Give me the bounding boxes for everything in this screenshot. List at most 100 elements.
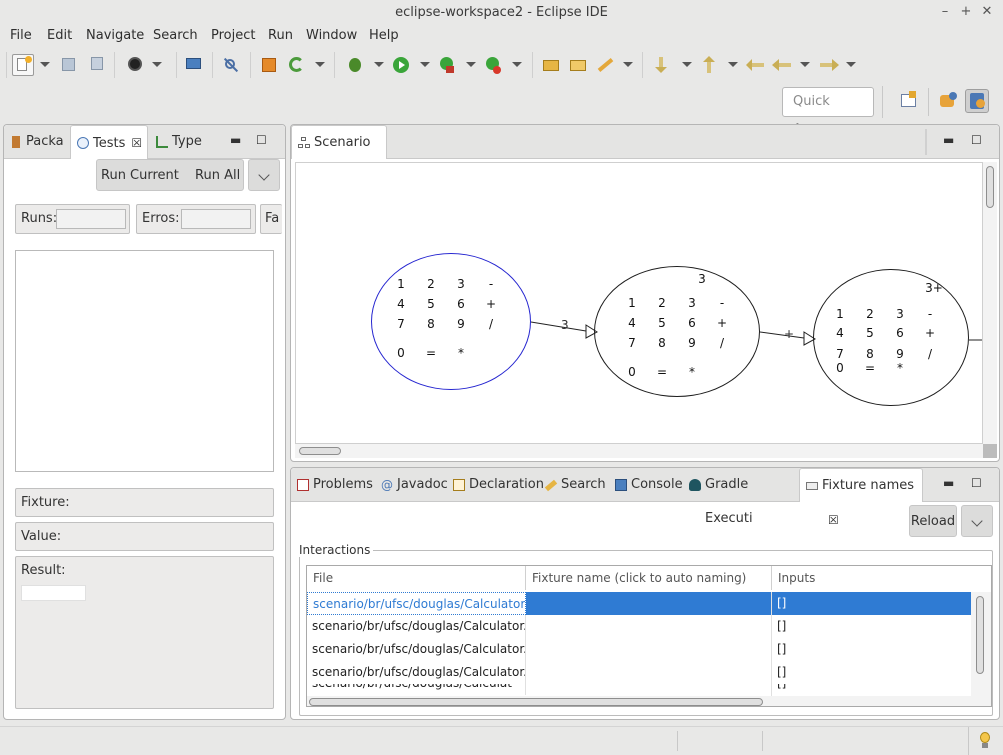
coverage-icon[interactable]: [436, 54, 458, 76]
run-dropdown-icon[interactable]: [420, 62, 430, 67]
open-type-icon[interactable]: [540, 54, 562, 76]
coverage-dropdown-icon[interactable]: [466, 62, 476, 67]
table-horizontal-scrollbar[interactable]: [307, 696, 991, 706]
java-perspective-icon[interactable]: [965, 89, 989, 113]
tab-scenario[interactable]: Scenario☒: [291, 125, 387, 184]
forward-icon[interactable]: [818, 54, 840, 76]
menu-window[interactable]: Window: [306, 28, 358, 43]
debug-dropdown-icon[interactable]: [374, 62, 384, 67]
pencil-icon[interactable]: [594, 54, 616, 76]
minimize-bottom-icon[interactable]: ▬: [943, 476, 955, 490]
maximize-window-button[interactable]: +: [960, 4, 972, 19]
gradle-icon: [689, 479, 701, 491]
maximize-scenario-icon[interactable]: ☐: [971, 133, 982, 147]
column-inputs[interactable]: Inputs: [772, 566, 991, 590]
reload-button[interactable]: Reload: [909, 505, 957, 537]
calculator-state-node[interactable]: 1 2 3 - 4 5 6 + 7 8 9 / 0 = *: [371, 253, 531, 390]
skip-breakpoints-icon[interactable]: [220, 54, 242, 76]
interactions-table[interactable]: File Fixture name (click to auto naming)…: [306, 565, 992, 707]
tab-search[interactable]: Search: [539, 468, 609, 502]
menu-help[interactable]: Help: [369, 28, 399, 43]
external-tools-icon[interactable]: [482, 54, 504, 76]
save-all-icon[interactable]: [86, 54, 108, 76]
new-icon[interactable]: [12, 54, 34, 76]
menu-file[interactable]: File: [10, 28, 32, 43]
run-icon[interactable]: [390, 54, 412, 76]
previous-annotation-icon[interactable]: [698, 54, 720, 76]
last-edit-icon[interactable]: [746, 54, 768, 76]
table-row[interactable]: scenario/br/ufsc/douglas/Calculat []: [307, 684, 971, 696]
tab-problems[interactable]: Problems: [291, 468, 373, 502]
open-perspective-icon[interactable]: [897, 89, 921, 113]
tab-console[interactable]: Console: [609, 468, 683, 502]
run-all-button[interactable]: Run All: [195, 168, 241, 183]
tab-tests[interactable]: Tests☒: [70, 125, 148, 159]
tab-fixture-names[interactable]: Fixture names☒: [799, 468, 923, 527]
external-tools-dropdown-icon[interactable]: [512, 62, 522, 67]
java-ee-perspective-icon[interactable]: [937, 89, 961, 113]
account-icon[interactable]: [124, 54, 146, 76]
vertical-scrollbar[interactable]: [983, 162, 997, 444]
scrollbar-thumb[interactable]: [986, 166, 994, 208]
new-dropdown-icon[interactable]: [40, 62, 50, 67]
tests-view-tabbar: Packa Tests☒ Type ▬ ☐: [4, 125, 285, 159]
run-current-button[interactable]: Run Current: [101, 168, 179, 183]
errors-counter: Erros:: [136, 204, 256, 234]
fixture-menu-button[interactable]: [961, 505, 993, 537]
scenario-canvas[interactable]: 3 + 1 2 3 - 4 5 6 + 7 8 9 / 0 = * 3 1 2 …: [295, 162, 983, 444]
save-icon[interactable]: [58, 54, 80, 76]
next-annotation-icon[interactable]: [650, 54, 672, 76]
column-fixture-name[interactable]: Fixture name (click to auto naming): [526, 566, 772, 590]
back-icon[interactable]: [772, 54, 794, 76]
test-results-list[interactable]: [15, 250, 274, 472]
tab-gradle-executions[interactable]: Gradle Executi: [683, 468, 789, 526]
forward-dropdown-icon[interactable]: [846, 62, 856, 67]
close-fixture-names-tab-icon[interactable]: ☒: [828, 513, 839, 527]
tests-view: Packa Tests☒ Type ▬ ☐ Run Current Run Al…: [3, 124, 286, 720]
refresh-icon[interactable]: [286, 54, 308, 76]
table-row[interactable]: scenario/br/ufsc/douglas/Calculator.us […: [307, 638, 971, 661]
minimize-window-button[interactable]: –: [941, 4, 949, 19]
tab-type-hierarchy[interactable]: Type: [150, 125, 220, 159]
minimize-view-icon[interactable]: ▬: [230, 133, 242, 147]
open-folder-icon[interactable]: [567, 54, 589, 76]
package-icon[interactable]: [258, 54, 280, 76]
tab-package-explorer[interactable]: Packa: [4, 125, 68, 159]
menu-project[interactable]: Project: [211, 28, 256, 43]
column-file[interactable]: File: [307, 566, 526, 590]
calculator-state-node[interactable]: 3+ 1 2 3 - 4 5 6 + 7 8 9 / 0 = *: [813, 269, 969, 406]
horizontal-scrollbar[interactable]: [295, 444, 983, 458]
account-dropdown-icon[interactable]: [152, 62, 162, 67]
pencil-dropdown-icon[interactable]: [623, 62, 633, 67]
maximize-bottom-icon[interactable]: ☐: [971, 476, 982, 490]
close-tests-tab-icon[interactable]: ☒: [131, 136, 143, 150]
menu-navigate[interactable]: Navigate: [86, 28, 145, 43]
maximize-view-icon[interactable]: ☐: [256, 133, 267, 147]
calculator-state-node[interactable]: 3 1 2 3 - 4 5 6 + 7 8 9 / 0 = *: [594, 266, 760, 397]
quick-access-input[interactable]: Quick Acce...: [782, 87, 874, 137]
table-row[interactable]: scenario/br/ufsc/douglas/Calculator.us […: [307, 661, 971, 684]
terminal-icon[interactable]: [183, 54, 205, 76]
debug-icon[interactable]: [344, 54, 366, 76]
scrollbar-thumb[interactable]: [299, 447, 341, 455]
minimize-scenario-icon[interactable]: ▬: [943, 133, 955, 147]
main-toolbar: [0, 50, 1003, 80]
scrollbar-thumb[interactable]: [309, 698, 763, 706]
table-row[interactable]: scenario/br/ufsc/douglas/Calculator.us […: [307, 592, 971, 615]
run-menu-button[interactable]: [248, 159, 280, 191]
table-row[interactable]: scenario/br/ufsc/douglas/Calculator.us […: [307, 615, 971, 638]
tab-javadoc[interactable]: @ Javadoc: [381, 477, 448, 492]
refresh-dropdown-icon[interactable]: [315, 62, 325, 67]
back-dropdown-icon[interactable]: [800, 62, 810, 67]
menu-run[interactable]: Run: [268, 28, 293, 43]
menu-edit[interactable]: Edit: [47, 28, 73, 43]
scrollbar-thumb[interactable]: [976, 596, 984, 674]
tab-declaration[interactable]: Declaration: [447, 468, 544, 502]
menu-search[interactable]: Search: [153, 28, 198, 43]
tip-lightbulb-icon[interactable]: [976, 731, 994, 751]
close-window-button[interactable]: ✕: [981, 4, 993, 19]
chevron-down-icon: [258, 169, 270, 181]
previous-annotation-dropdown-icon[interactable]: [728, 62, 738, 67]
next-annotation-dropdown-icon[interactable]: [682, 62, 692, 67]
table-vertical-scrollbar[interactable]: [971, 592, 991, 696]
